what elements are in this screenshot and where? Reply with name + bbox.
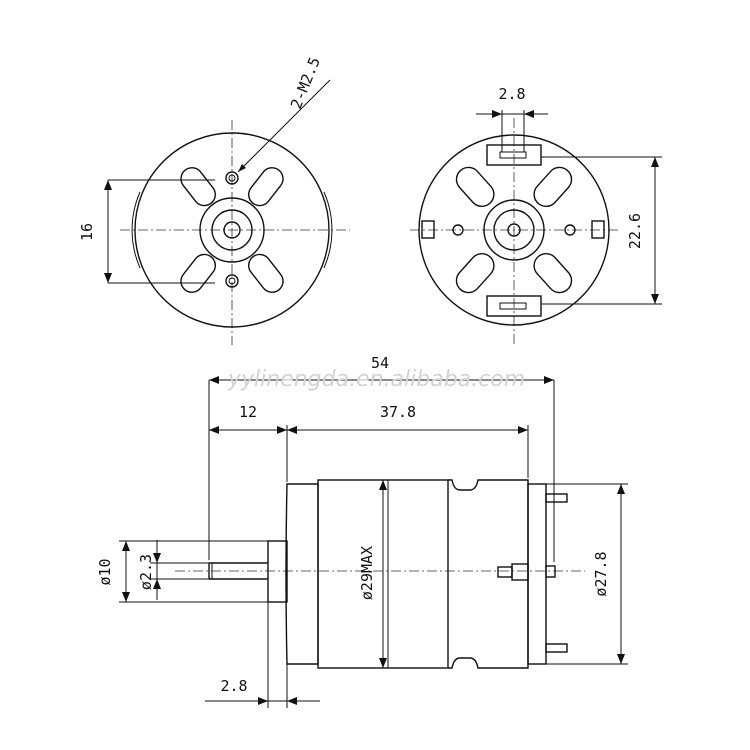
- side-terminal-top: [545, 493, 568, 503]
- end-diameter-label: ø27.8: [592, 551, 610, 596]
- shaft-diameter-label: ø2.3: [137, 554, 155, 590]
- terminal-spacing-label: 22.6: [626, 213, 644, 249]
- total-length-label: 54: [371, 354, 389, 372]
- mount-hole-bottom: [225, 274, 239, 288]
- terminal-bottom: [486, 295, 542, 317]
- boss-length-label: 2.8: [220, 677, 247, 695]
- hole-spec-label: 2-M2.5: [287, 55, 324, 112]
- body-diameter-label: ø29MAX: [358, 546, 376, 600]
- front-view: [104, 79, 350, 345]
- end-plate: [527, 483, 547, 665]
- terminal-width-label: 2.8: [498, 85, 525, 103]
- front-boss: [267, 540, 288, 603]
- mount-hole-top: [225, 171, 239, 185]
- shaft-diameter-outer-label: ø10: [96, 558, 114, 585]
- terminal-top: [486, 144, 542, 166]
- hole-spacing-label: 16: [78, 223, 96, 241]
- rear-view: [410, 110, 662, 345]
- body-length-label: 37.8: [380, 403, 416, 421]
- watermark: yylinengda.en.alibaba.com: [227, 367, 525, 392]
- side-view: [119, 376, 628, 708]
- shaft-length-label: 12: [239, 403, 257, 421]
- side-terminal-bottom: [545, 643, 568, 653]
